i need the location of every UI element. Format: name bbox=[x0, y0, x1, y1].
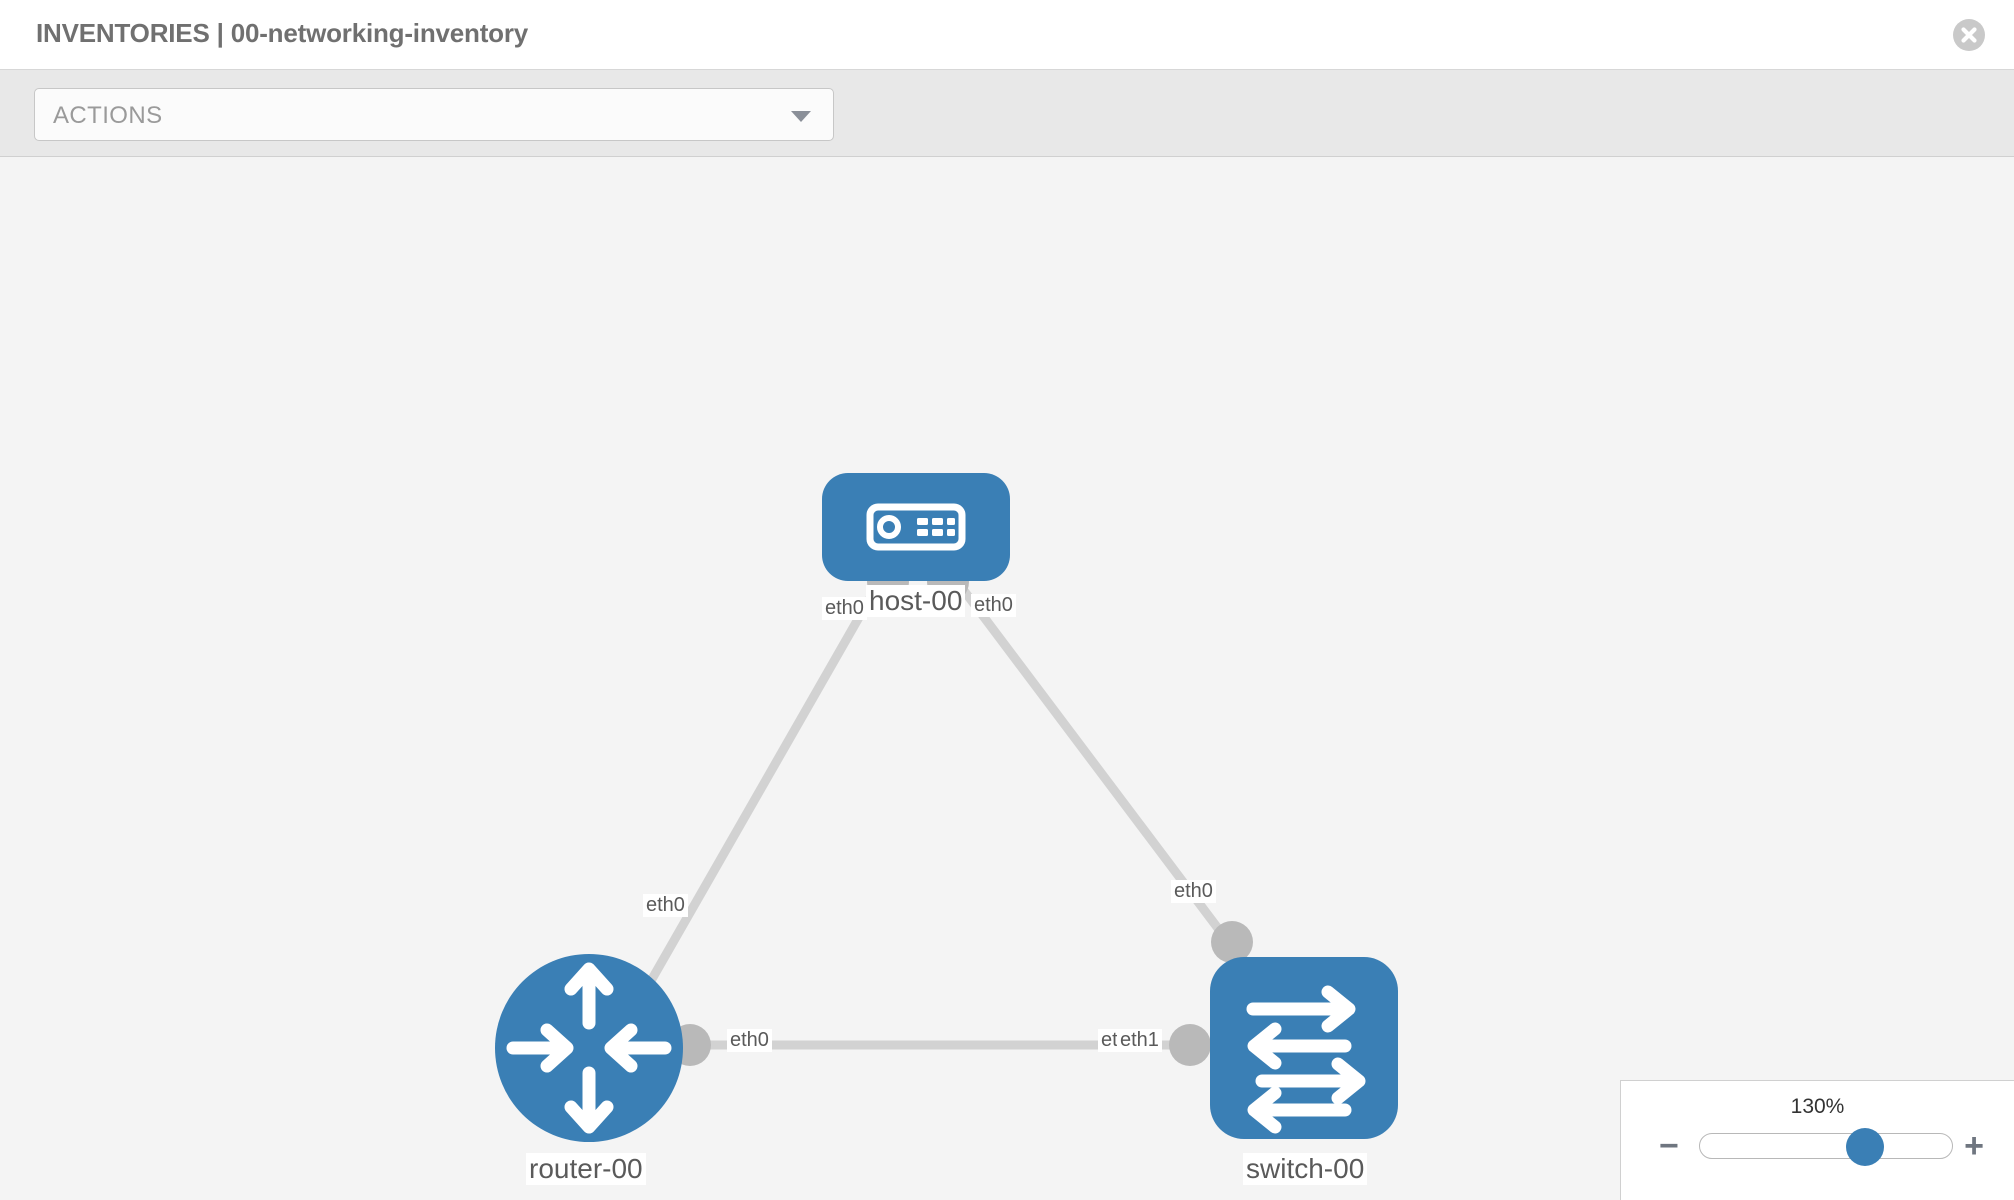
switch-arrows-icon bbox=[1246, 985, 1366, 1134]
zoom-in-button[interactable]: + bbox=[1964, 1127, 1984, 1165]
close-circle-icon[interactable] bbox=[1952, 18, 1986, 52]
node-switch-00[interactable] bbox=[1210, 957, 1398, 1139]
edge-label: eth1 bbox=[1117, 1029, 1162, 1052]
edge-label: eth0 bbox=[822, 597, 867, 620]
topology-graph bbox=[495, 473, 1398, 1142]
interface-stub bbox=[669, 561, 1253, 1066]
zoom-slider[interactable] bbox=[1699, 1128, 1953, 1166]
edge-label: eth0 bbox=[971, 594, 1016, 617]
page-header: INVENTORIES | 00-networking-inventory bbox=[0, 0, 2014, 70]
edge-label: eth0 bbox=[727, 1029, 772, 1052]
zoom-out-button[interactable]: − bbox=[1659, 1127, 1679, 1165]
edge-label: eth0 bbox=[643, 894, 688, 917]
actions-dropdown[interactable]: ACTIONS bbox=[34, 88, 834, 141]
chevron-down-icon bbox=[791, 111, 811, 122]
node-router-00[interactable] bbox=[495, 954, 683, 1142]
node-label-router-00: router-00 bbox=[526, 1153, 646, 1185]
actions-dropdown-label: ACTIONS bbox=[53, 102, 163, 129]
page-title: INVENTORIES | 00-networking-inventory bbox=[36, 18, 529, 48]
router-arrows-icon bbox=[506, 962, 672, 1134]
link-host-router bbox=[635, 567, 890, 1005]
zoom-control: 130% − + bbox=[1620, 1080, 2014, 1200]
edge-label: eth0 bbox=[1171, 880, 1216, 903]
node-label-switch-00: switch-00 bbox=[1243, 1153, 1368, 1185]
node-host-00[interactable] bbox=[822, 473, 1010, 581]
topology-canvas[interactable]: eth0 eth0 eth0 eth0 eth0 eth0 eth1 host-… bbox=[0, 157, 2014, 1200]
toolbar: ACTIONS SEARCH bbox=[0, 70, 2014, 211]
server-icon bbox=[866, 503, 966, 551]
zoom-level-label: 130% bbox=[1790, 1095, 1845, 1118]
zoom-slider-handle[interactable] bbox=[1846, 1128, 1884, 1166]
node-label-host-00: host-00 bbox=[866, 585, 966, 617]
